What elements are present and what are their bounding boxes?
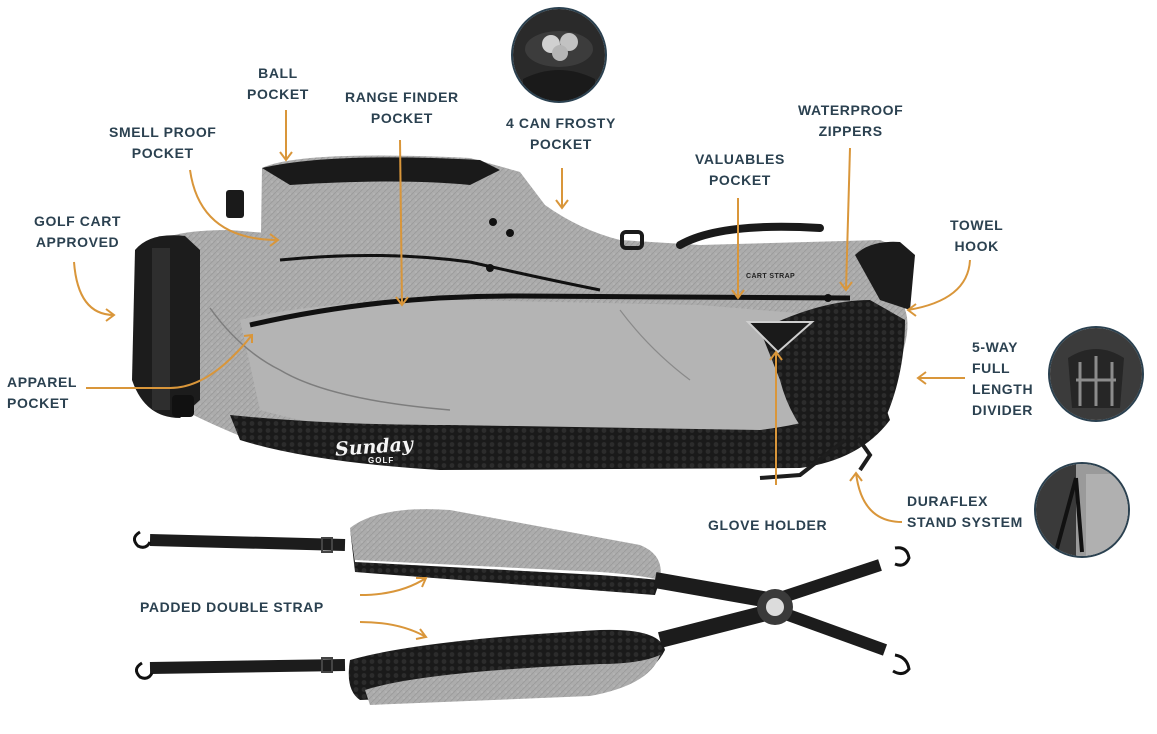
label-line: WATERPROOF — [798, 102, 904, 118]
label-line: POCKET — [7, 395, 69, 411]
label-line: DURAFLEX — [907, 493, 989, 509]
label-ball-pocket: BALL POCKET — [247, 63, 309, 105]
label-line: TOWEL — [950, 217, 1004, 233]
label-apparel-pocket: APPAREL POCKET — [7, 372, 77, 414]
label-line: GOLF CART — [34, 213, 122, 229]
label-golf-cart-approved: GOLF CART APPROVED — [34, 211, 121, 253]
stand-system-inset — [1034, 462, 1130, 558]
label-line: DIVIDER — [972, 402, 1033, 418]
label-line: POCKET — [708, 172, 771, 188]
label-line: POCKET — [370, 110, 433, 126]
cooler-detail-image — [513, 9, 605, 101]
label-glove-holder: GLOVE HOLDER — [708, 517, 828, 533]
label-frosty-pocket: 4 CAN FROSTY POCKET — [506, 113, 616, 155]
cart-strap-tag: CART STRAP — [746, 273, 796, 280]
label-line: APPROVED — [35, 234, 120, 250]
label-line: APPAREL — [7, 374, 78, 390]
label-padded-double-strap: PADDED DOUBLE STRAP — [140, 599, 324, 615]
label-line: HOOK — [954, 238, 999, 254]
label-line: RANGE FINDER — [345, 89, 459, 105]
golf-bag-body — [132, 155, 915, 480]
divider-inset — [1048, 326, 1144, 422]
bag-brand-sub: GOLF — [368, 456, 395, 465]
label-duraflex-stand-system: DURAFLEX STAND SYSTEM — [907, 491, 1023, 533]
label-line: POCKET — [529, 136, 592, 152]
label-line: ZIPPERS — [818, 123, 883, 139]
label-line: 4 CAN FROSTY — [506, 115, 616, 131]
label-towel-hook: TOWEL HOOK — [950, 215, 1003, 257]
label-line: BALL — [258, 65, 298, 81]
label-line: LENGTH — [972, 381, 1034, 397]
frosty-pocket-inset — [511, 7, 607, 103]
label-line: POCKET — [247, 86, 309, 102]
label-line: SMELL PROOF — [109, 124, 217, 140]
callout-arrows — [73, 110, 971, 640]
label-line: 5-WAY — [972, 339, 1019, 355]
label-line: STAND SYSTEM — [907, 514, 1023, 530]
stand-detail-image — [1036, 464, 1128, 556]
label-valuables-pocket: VALUABLES POCKET — [695, 149, 785, 191]
label-line: FULL — [972, 360, 1011, 376]
label-line: POCKET — [131, 145, 194, 161]
padded-double-strap-illustration — [133, 509, 911, 705]
divider-detail-image — [1050, 328, 1142, 420]
label-smell-proof-pocket: SMELL PROOF POCKET — [109, 122, 216, 164]
label-5-way-divider: 5-WAY FULL LENGTH DIVIDER — [972, 337, 1033, 421]
label-waterproof-zippers: WATERPROOF ZIPPERS — [798, 100, 903, 142]
label-line: VALUABLES — [695, 151, 785, 167]
label-range-finder-pocket: RANGE FINDER POCKET — [345, 87, 459, 129]
